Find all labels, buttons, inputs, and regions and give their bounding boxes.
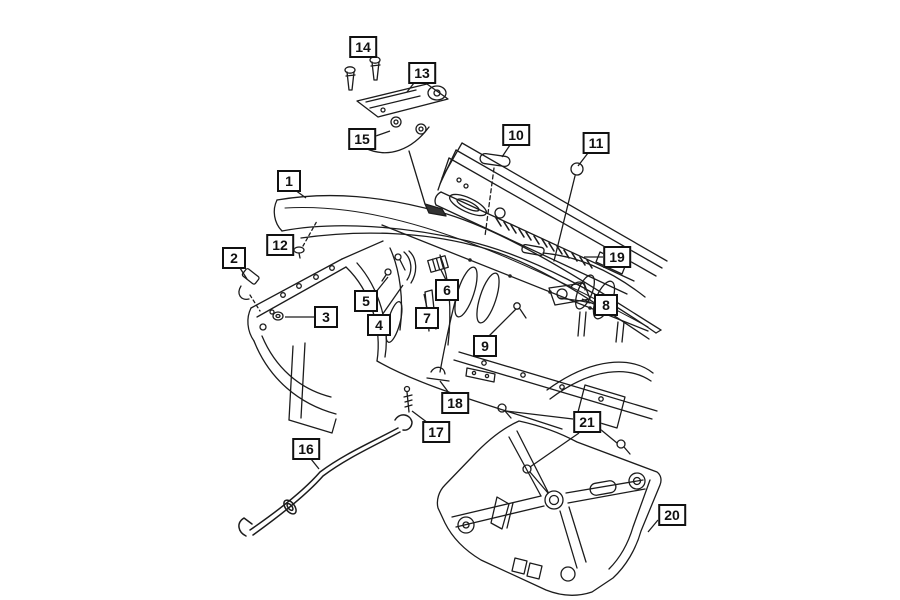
callout-9[interactable]: 9 — [473, 335, 497, 357]
callout-20[interactable]: 20 — [658, 504, 686, 526]
callout-3[interactable]: 3 — [314, 306, 338, 328]
callout-6[interactable]: 6 — [435, 279, 459, 301]
callout-2[interactable]: 2 — [222, 247, 246, 269]
windshield-frame-drawing — [437, 142, 668, 277]
callout-16[interactable]: 16 — [292, 438, 320, 460]
callout-13[interactable]: 13 — [408, 62, 436, 84]
callout-1[interactable]: 1 — [277, 170, 301, 192]
callout-15[interactable]: 15 — [348, 128, 376, 150]
callout-5[interactable]: 5 — [354, 290, 378, 312]
prop-rod-drawing — [238, 414, 413, 537]
small-parts-drawing — [238, 220, 527, 413]
callout-17[interactable]: 17 — [422, 421, 450, 443]
part-11-drawing — [553, 162, 584, 262]
callout-18[interactable]: 18 — [441, 392, 469, 414]
callout-10[interactable]: 10 — [502, 124, 530, 146]
hood-hinge-parts-drawing — [344, 56, 449, 217]
callout-8[interactable]: 8 — [594, 294, 618, 316]
insulator-panel-drawing — [436, 403, 662, 596]
part-10-drawing — [479, 152, 511, 237]
callout-19[interactable]: 19 — [603, 246, 631, 268]
callout-14[interactable]: 14 — [349, 36, 377, 58]
callout-21[interactable]: 21 — [573, 411, 601, 433]
callout-11[interactable]: 11 — [582, 132, 610, 154]
callout-12[interactable]: 12 — [266, 234, 294, 256]
cowl-grille-drawing — [434, 191, 635, 295]
callout-7[interactable]: 7 — [415, 307, 439, 329]
callout-4[interactable]: 4 — [367, 314, 391, 336]
